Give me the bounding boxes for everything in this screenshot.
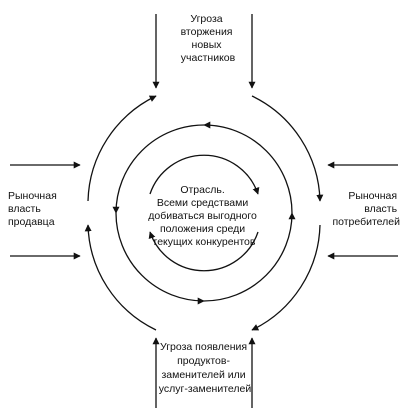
right-force-label: Рыночная власть потребителей (332, 190, 400, 228)
inner-arc-bottom (148, 231, 259, 272)
middle-arc-bottom-right (203, 212, 296, 302)
bottom-force-line: заменителей или (161, 369, 245, 381)
outer-ring (84, 95, 324, 331)
inner-ring (148, 154, 260, 272)
left-force-line: Рыночная (8, 190, 57, 202)
top-force-line: новых (192, 39, 223, 51)
top-force-line: вторжения (181, 26, 233, 38)
outer-arc-bottom-right (251, 224, 321, 331)
right-force-line: Рыночная (348, 190, 397, 202)
right-force-line: потребителей (332, 216, 400, 228)
top-force-line: участников (181, 52, 236, 64)
center-line: Всеми средствами (157, 197, 248, 209)
left-force-label: Рыночная власть продавца (8, 190, 60, 228)
top-force-line: Угроза (190, 13, 222, 25)
outer-arc-top-left (87, 95, 157, 202)
middle-arc-top-right (203, 121, 293, 214)
left-force-line: продавца (8, 216, 55, 228)
inner-arc-top (149, 154, 260, 195)
outer-arc-bottom-left (84, 224, 157, 331)
bottom-force-line: услуг-заменителей (159, 383, 252, 395)
center-line: положения среди (160, 223, 245, 235)
outer-arc-top-right (251, 95, 324, 202)
bottom-force-label: Угроза появления продуктов- заменителей … (159, 341, 252, 395)
center-line: добиваться выгодного (148, 210, 257, 222)
bottom-force-line: Угроза появления (160, 341, 247, 353)
middle-arc-bottom-left (115, 212, 205, 305)
center-line: Отрасль. (180, 184, 224, 196)
middle-ring (112, 121, 296, 305)
bottom-force-line: продуктов- (177, 355, 230, 367)
top-force-label: Угроза вторжения новых участников (181, 13, 236, 64)
force-arrows (10, 14, 398, 408)
center-label: Отрасль. Всеми средствами добиваться выг… (148, 184, 260, 248)
center-line: текущих конкурентов (153, 236, 256, 248)
middle-arc-top-left (112, 124, 205, 214)
left-force-line: власть (8, 203, 41, 215)
right-force-line: власть (364, 203, 397, 215)
